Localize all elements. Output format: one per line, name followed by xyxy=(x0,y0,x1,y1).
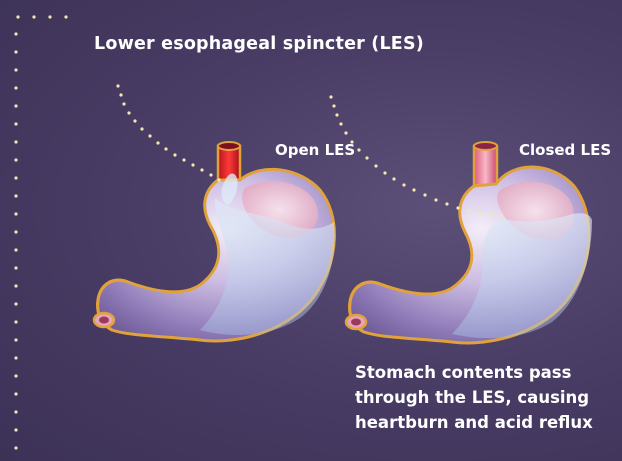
leader-dots-open xyxy=(116,84,220,181)
caption-line-1: Stomach contents pass xyxy=(355,360,622,385)
frame-dotted-border xyxy=(14,15,67,449)
caption-line-3: heartburn and acid reflux xyxy=(355,410,622,435)
label-open-les: Open LES xyxy=(275,141,355,159)
stomach-open-les xyxy=(94,142,335,341)
label-closed-les: Closed LES xyxy=(519,141,611,159)
caption-text: Stomach contents pass through the LES, c… xyxy=(355,360,622,435)
caption-line-2: through the LES, causing xyxy=(355,385,622,410)
stomach-closed-les xyxy=(346,142,592,343)
diagram-title: Lower esophageal spincter (LES) xyxy=(94,34,424,54)
